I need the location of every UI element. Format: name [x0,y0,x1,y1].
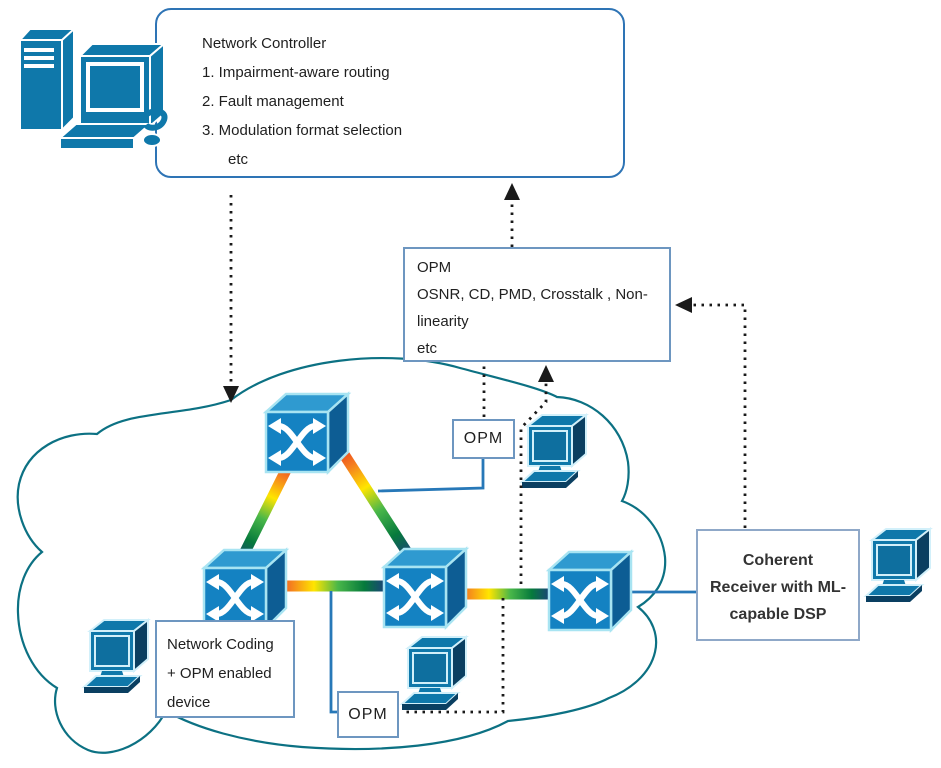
optical-switch-icon-middle [384,549,466,627]
opm-measurements-box: OPM OSNR, CD, PMD, Crosstalk , Non- line… [403,247,671,362]
arrowheads [223,183,692,403]
fiber-links [235,442,551,600]
opm-tap-top-label: OPM [463,430,504,447]
opm-tap-box-bottom: OPM [337,691,399,738]
link-to-opmbottom-dash [401,598,505,714]
coherent-to-opm-dash [692,303,747,528]
arrowhead-left-opm-icon [675,297,692,313]
coherent-receiver-line: capable DSP [729,606,827,623]
computer-icon-receiver [865,528,931,603]
computer-icon-cloud-left [83,619,149,694]
dashed-connectors [229,195,747,714]
opm-panel-title: OPM [417,259,452,276]
link-top-to-middle [333,442,415,560]
coherent-receiver-line: Receiver with ML- [709,579,847,596]
network-coding-line: Network Coding [167,636,274,653]
controller-item: 1. Impairment-aware routing [202,64,390,81]
opm-tap-box-top: OPM [452,419,515,459]
opm-panel-line: linearity [417,313,469,330]
optical-switch-icon-left [204,550,286,628]
network-controller-box: Network Controller 1. Impairment-aware r… [155,8,625,178]
desktop-computer-icon [17,26,168,150]
coherent-receiver-box: Coherent Receiver with ML- capable DSP [696,529,860,641]
arrowhead-up-opm-icon [538,365,554,382]
link-top-to-left [235,455,297,565]
arrowhead-up-controller-icon [504,183,520,200]
coherent-receiver-line: Coherent [742,552,814,569]
opm-panel-line: etc [417,340,438,357]
network-coding-line: + OPM enabled [167,665,272,682]
optical-switch-icon-top [266,394,348,472]
computer-icon-cloud-bottom [401,636,467,711]
opm-panel-line: OSNR, CD, PMD, Crosstalk , Non- [417,286,648,303]
opm-top-tap-line [377,459,485,493]
network-controller-title: Network Controller [202,35,327,52]
controller-item: 3. Modulation format selection [202,122,403,139]
arrowhead-down-icon [223,386,239,403]
controller-etc-label: etc [228,151,249,168]
controller-item: 2. Fault management [202,93,344,110]
network-coding-device-box: Network Coding + OPM enabled device [155,620,295,718]
network-coding-line: device [167,694,211,711]
computer-icon-cloud-top [521,414,587,489]
optical-switch-icon-right [549,552,631,630]
opm-tap-bottom-label: OPM [348,705,388,723]
solid-connectors [329,459,697,714]
opm-bottom-tap-line [329,591,339,714]
